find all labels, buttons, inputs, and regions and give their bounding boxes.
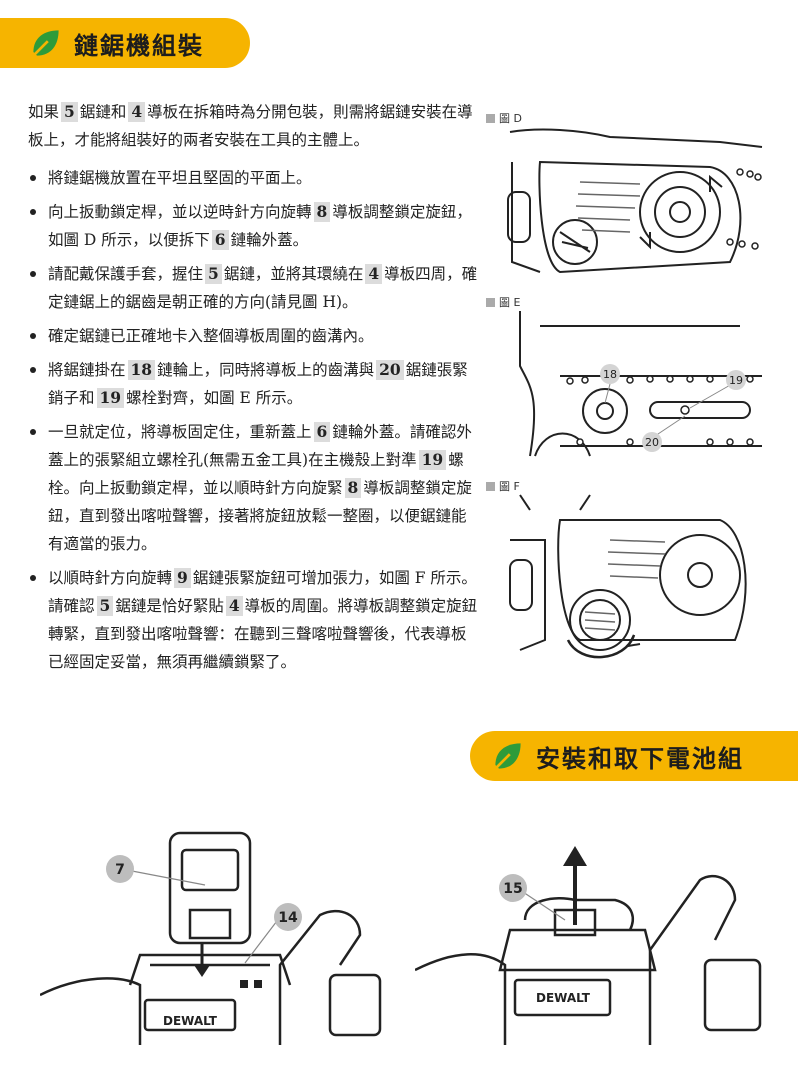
text: 將鏈鋸機放置在平坦且堅固的平面上。 — [48, 169, 312, 187]
label-marker — [486, 114, 495, 123]
callout-badge: 18 — [600, 364, 620, 384]
figure-f-label: 圖 F — [486, 478, 520, 494]
battery-install-illustration: DEWALT 7 14 — [40, 831, 382, 1045]
section-title: 鏈鋸機組裝 — [74, 31, 204, 60]
figure-d-illustration — [507, 128, 763, 274]
part-number-badge: 5 — [96, 596, 114, 616]
text: 以順時針方向旋轉 — [48, 569, 173, 587]
figure-e-illustration: 18 19 20 — [519, 311, 762, 457]
label-marker — [486, 298, 495, 307]
callout-badge: 20 — [642, 432, 662, 452]
list-item: 確定鋸鏈已正確地卡入整個導板周圍的齒溝內。 — [28, 322, 478, 350]
text: 確定鋸鏈已正確地卡入整個導板周圍的齒溝內。 — [48, 327, 374, 345]
text: 導板的周圍。將導板調整鎖定旋鈕轉緊，直到發出喀啦聲響：在聽到三聲喀啦聲響後，代表… — [48, 597, 478, 671]
section-title: 安裝和取下電池組 — [536, 744, 744, 773]
part-number-badge: 18 — [127, 360, 156, 380]
callout-label: 19 — [729, 374, 743, 387]
text: 鋸鏈張緊銷子和 — [48, 361, 468, 407]
part-number-badge: 19 — [96, 388, 125, 408]
text: 導板在拆箱時為分開包裝，則需將鋸鏈安裝在導板上，才能將組裝好的兩者安裝在工具的主… — [28, 103, 473, 149]
text: 一旦就定位，將導板固定住，重新蓋上 — [48, 423, 312, 441]
section-banner-assembly: 鏈鋸機組裝 — [0, 18, 250, 68]
figure-d-label: 圖 D — [486, 110, 522, 126]
text: 圖 D — [499, 112, 522, 125]
text: 鏈輪外蓋。 — [230, 231, 309, 249]
part-number-badge: 5 — [205, 264, 222, 284]
part-number-badge: 19 — [418, 450, 447, 470]
text: 圖 E — [499, 296, 521, 309]
part-number-badge: 9 — [174, 568, 191, 588]
label-marker — [486, 482, 495, 491]
text: 圖 F — [499, 480, 520, 493]
figure-e-label: 圖 E — [486, 294, 520, 310]
text: 鋸鏈，並將其環繞在 — [223, 265, 364, 283]
part-number-badge: 4 — [128, 102, 146, 122]
text: 鏈輪上，同時將導板上的齒溝與 — [157, 361, 375, 379]
brand-logo-text: DEWALT — [163, 1014, 218, 1028]
part-number-badge: 20 — [376, 360, 404, 380]
brand-logo-text: DEWALT — [536, 991, 591, 1005]
text: 向上扳動鎖定桿，並以逆時針方向旋轉 — [48, 203, 312, 221]
callout-badge: 15 — [499, 874, 527, 902]
part-number-badge: 6 — [313, 422, 331, 442]
text: 導板四周，確定鏈鋸上的鋸齒是朝正確的方向(請見圖 H)。 — [48, 265, 478, 311]
text: 螺栓對齊，如圖 E 所示。 — [126, 389, 303, 407]
part-number-badge: 8 — [344, 478, 362, 498]
leaf-icon — [30, 30, 59, 59]
text: 螺栓。向上扳動鎖定桿，並以順時針方向旋緊 — [48, 451, 464, 497]
callout-label: 15 — [503, 881, 522, 897]
text: 將鋸鏈掛在 — [48, 361, 126, 379]
callout-label: 7 — [115, 862, 125, 878]
callout-label: 20 — [645, 436, 659, 449]
text: 如果 — [28, 103, 60, 121]
text: 鏈輪外蓋。請確認外蓋上的張緊組立螺栓孔(無需五金工具)在主機殼上對準 — [48, 423, 472, 469]
section-banner-battery: 安裝和取下電池組 — [470, 731, 798, 781]
text: 鋸鏈張緊旋鈕可增加張力，如圖 F 所示。請確認 — [48, 569, 477, 615]
callout-badge: 7 — [106, 855, 134, 883]
part-number-badge: 4 — [365, 264, 383, 284]
part-number-badge: 6 — [211, 230, 229, 250]
callout-label: 18 — [603, 368, 617, 381]
text: 請配戴保護手套，握住 — [48, 265, 204, 283]
text: 鋸鏈是恰好緊貼 — [115, 597, 224, 615]
leaf-icon — [492, 743, 521, 772]
callout-badge: 19 — [726, 370, 746, 390]
list-item: 將鏈鋸機放置在平坦且堅固的平面上。 — [28, 164, 478, 192]
part-number-badge: 5 — [61, 102, 78, 122]
part-number-badge: 4 — [225, 596, 243, 616]
text: 導板調整鎖定旋鈕，如圖 D 所示，以便拆下 — [48, 203, 472, 249]
part-number-badge: 8 — [313, 202, 331, 222]
text: 導板調整鎖定旋鈕，直到發出喀啦聲響，接著將旋鈕放鬆一整圈，以便鋸鏈能有適當的張力… — [48, 479, 472, 553]
text: 鋸鏈和 — [79, 103, 127, 121]
callout-badge: 14 — [274, 903, 302, 931]
figure-f-illustration — [509, 494, 747, 659]
callout-label: 14 — [278, 910, 298, 926]
battery-remove-illustration: DEWALT 15 — [415, 846, 762, 1045]
